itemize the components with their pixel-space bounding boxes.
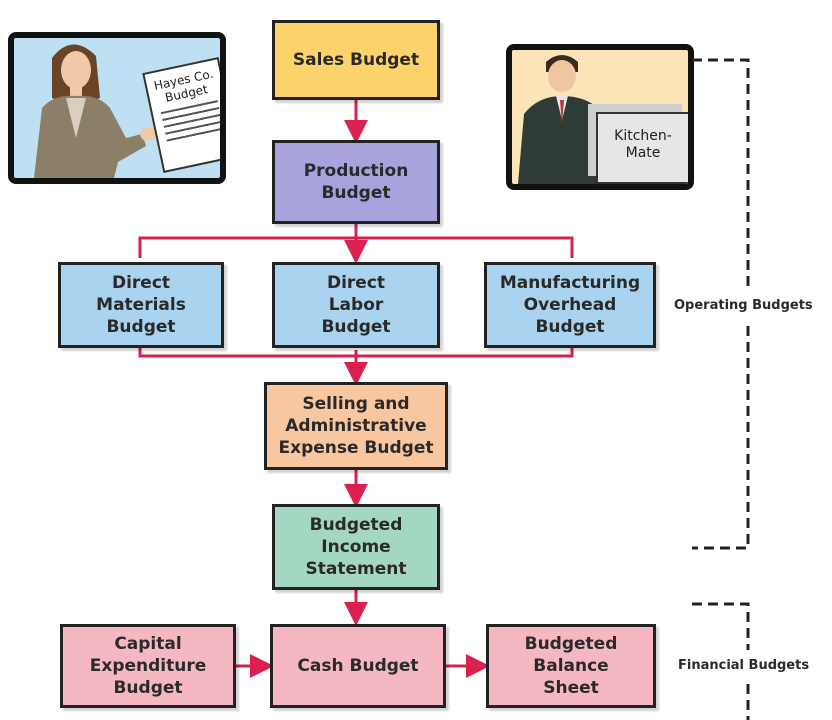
man-illustration: Kitchen- Mate: [506, 44, 694, 190]
woman-figure-icon: [34, 44, 156, 178]
woman-illustration: Hayes Co. Budget: [8, 32, 226, 184]
operating-bracket-lower: [692, 326, 750, 550]
operating-bracket: [692, 58, 750, 288]
operating-budgets-label: Operating Budgets: [672, 298, 815, 313]
budgeted-balance-sheet-box: Budgeted Balance Sheet: [486, 624, 656, 708]
budgeted-income-statement-box: Budgeted Income Statement: [272, 504, 440, 590]
kitchen-mate-box: Kitchen- Mate: [596, 112, 688, 184]
box-label-line2: Mate: [625, 145, 661, 161]
direct-materials-budget-box: Direct Materials Budget: [58, 262, 224, 348]
cash-budget-box: Cash Budget: [270, 624, 446, 708]
capital-expenditure-budget-box: Capital Expenditure Budget: [60, 624, 236, 708]
box-label-line1: Kitchen-: [614, 128, 672, 144]
man-figure-icon: [518, 55, 620, 184]
sales-budget-box: Sales Budget: [272, 20, 440, 100]
selling-administrative-expense-budget-box: Selling and Administrative Expense Budge…: [264, 382, 448, 470]
production-budget-box: Production Budget: [272, 140, 440, 224]
financial-bracket: [692, 602, 750, 650]
direct-labor-budget-box: Direct Labor Budget: [272, 262, 440, 348]
manufacturing-overhead-budget-box: Manufacturing Overhead Budget: [484, 262, 656, 348]
financial-budgets-label: Financial Budgets: [676, 658, 812, 673]
